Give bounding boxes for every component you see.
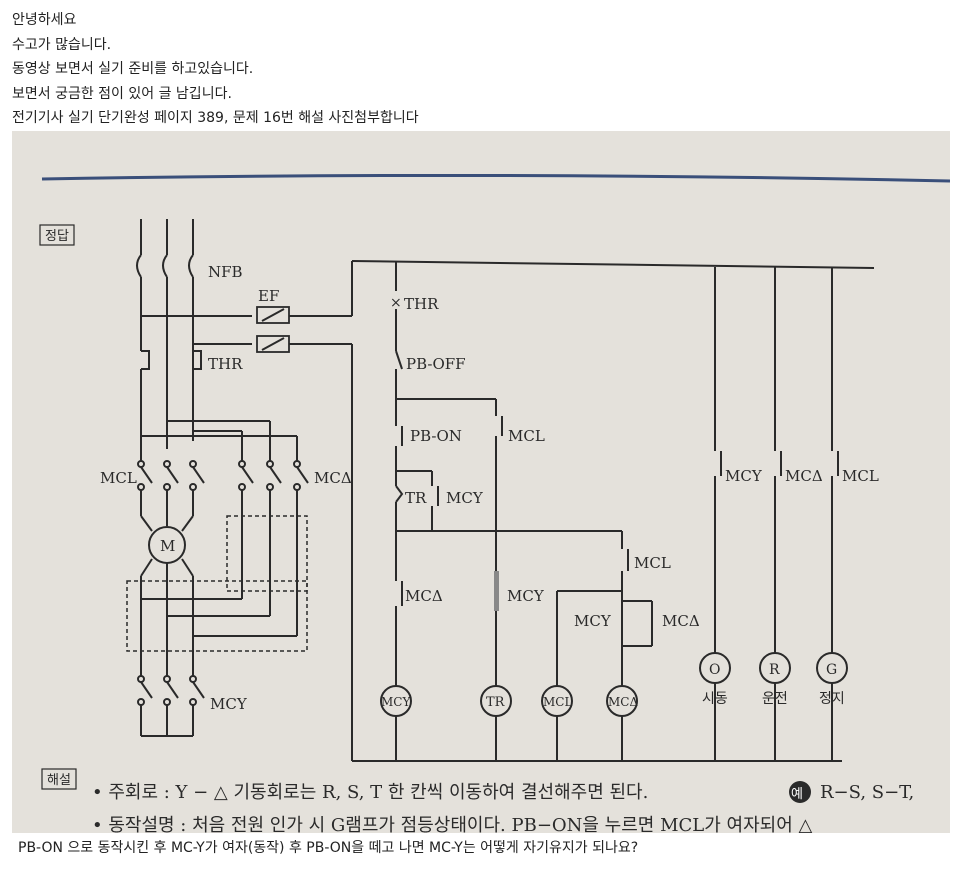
post-question: PB-ON 으로 동작시킨 후 MC-Y가 여자(동작) 후 PB-ON을 떼고…: [18, 840, 639, 856]
control-circuit: ×: [351, 260, 875, 762]
label-pb-off: PB-OFF: [406, 355, 466, 373]
page-rule: [41, 173, 950, 183]
label-thr-ctrl: THR: [404, 295, 439, 313]
lamp-r: R: [769, 662, 780, 678]
coil-mcy: MCY: [381, 695, 411, 709]
label-pb-on: PB-ON: [410, 427, 462, 445]
label-mcd-main: MCΔ: [314, 469, 352, 487]
label-lamp-mcy: MCY: [725, 467, 763, 485]
post-line-greeting: 안녕하세요: [12, 12, 77, 28]
coil-mcd: MCΔ: [608, 695, 638, 709]
coil-tr: TR: [486, 695, 506, 710]
explain-tag-box: [41, 768, 77, 790]
coil-mcl: MCL: [543, 695, 572, 709]
main-circuit: [126, 219, 353, 737]
post-body: 안녕하세요 수고가 많습니다. 동영상 보면서 실기 준비를 하고있습니다. 보…: [12, 8, 952, 131]
lamp-g: G: [826, 662, 837, 678]
post-line-context: 동영상 보면서 실기 준비를 하고있습니다.: [12, 61, 254, 77]
explain-example: 예: [791, 787, 803, 802]
post-line-thanks: 수고가 많습니다.: [12, 36, 112, 53]
explain-line-1: • 주회로 : Y − △ 기동회로는 R, S, T 한 칸씩 이동하여 결선…: [92, 782, 648, 803]
label-mcy-aux3: MCY: [574, 612, 612, 630]
label-mcy-aux: MCY: [446, 489, 484, 507]
label-mcl-main: MCL: [100, 469, 137, 487]
label-mcl-aux2: MCL: [634, 554, 671, 572]
label-nfb: NFB: [208, 263, 243, 281]
lamp-o: O: [709, 662, 720, 678]
label-motor: M: [160, 537, 175, 555]
label-mcl-aux: MCL: [508, 427, 545, 445]
label-ef: EF: [258, 287, 279, 305]
circuit-diagram-photo: 정답 해설: [12, 131, 950, 833]
answer-tag: 정답: [45, 229, 69, 244]
explain-line-2: • 동작설명 : 처음 전원 인가 시 G램프가 점등상태이다. PB−ON을 …: [92, 815, 812, 833]
post-line-question-intro: 보면서 궁금한 점이 있어 글 남깁니다.: [12, 85, 232, 102]
answer-tag-box: [39, 224, 75, 246]
lamp-r-caption: 운전: [762, 691, 788, 707]
label-lamp-mcd: MCΔ: [785, 467, 823, 485]
label-mcy-aux2: MCY: [507, 587, 545, 605]
label-lamp-mcl: MCL: [842, 467, 879, 485]
attached-photo[interactable]: 정답 해설: [12, 131, 950, 833]
label-tr-contact: TR: [405, 489, 427, 507]
explain-tag: 해설: [47, 773, 71, 788]
label-thr-main: THR: [208, 355, 243, 373]
lamp-o-caption: 시동: [702, 691, 728, 707]
label-mcy-main: MCY: [210, 695, 248, 713]
example-badge: [789, 781, 811, 803]
svg-text:×: ×: [390, 295, 402, 311]
post-line-reference: 전기기사 실기 단기완성 페이지 389, 문제 16번 해설 사진첨부합니다: [12, 110, 419, 126]
lamp-g-caption: 정지: [819, 691, 845, 707]
label-mcd-aux2: MCΔ: [662, 612, 700, 630]
explain-tail: R−S, S−T,: [820, 782, 914, 803]
label-mcd-aux: MCΔ: [405, 587, 443, 605]
